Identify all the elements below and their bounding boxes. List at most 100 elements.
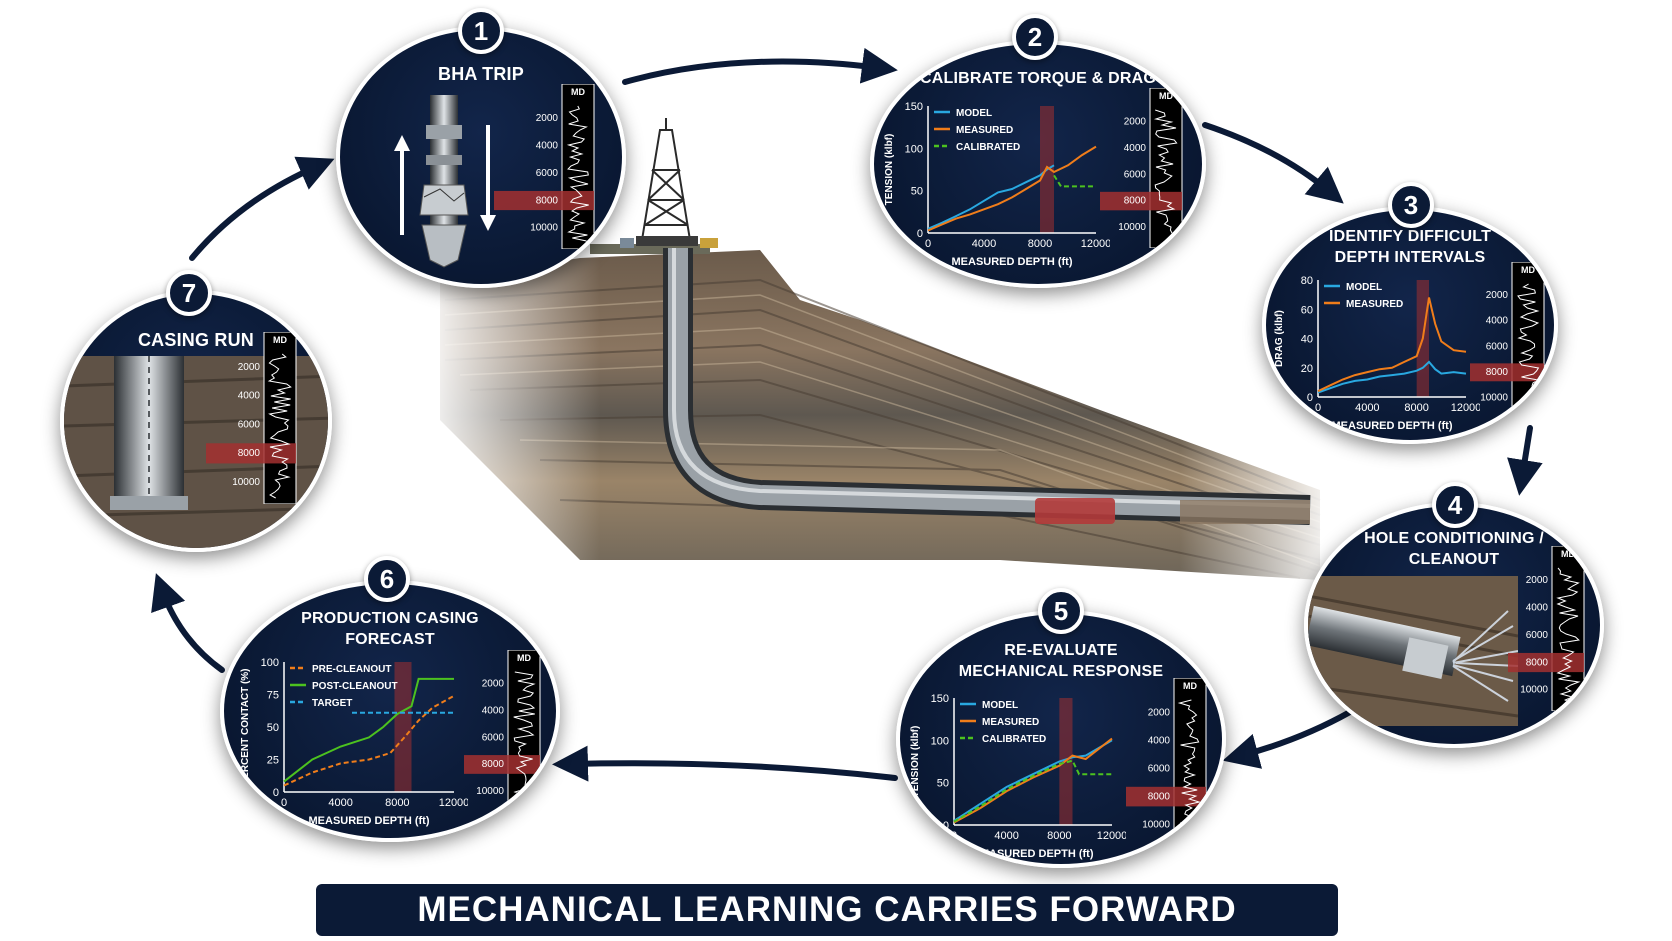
x-axis-label: MEASURED DEPTH (ft)	[973, 848, 1094, 860]
md-log-tick: 2000	[482, 679, 505, 690]
arrow-2-to-3	[1202, 122, 1344, 204]
x-tick-label: 8000	[1028, 238, 1052, 250]
md-log-trace	[513, 671, 536, 805]
md-log-tick: 8000	[1486, 367, 1509, 378]
y-tick-label: 25	[267, 755, 279, 767]
md-log-tick: 8000	[238, 448, 261, 459]
md-log-tick: 4000	[238, 391, 261, 402]
arrow-7-to-1	[189, 156, 335, 261]
legend-label: TARGET	[312, 698, 352, 709]
step-4-badge: 4	[1432, 482, 1478, 528]
step-6-badge: 6	[364, 556, 410, 602]
md-log-tick: 10000	[1118, 222, 1146, 233]
md-log-tick: 6000	[1486, 341, 1509, 352]
x-tick-label: 0	[925, 238, 931, 250]
step-1-badge: 1	[458, 8, 504, 54]
y-axis-label: TENSION (klbf)	[910, 726, 921, 798]
step-6-title-line-1: PRODUCTION CASING	[301, 610, 479, 627]
md-log-tick: 6000	[1124, 169, 1147, 180]
md-log-frame	[561, 84, 595, 249]
series-line-calibrated	[953, 759, 1112, 823]
md-log-tick: 10000	[476, 786, 504, 797]
step-4-title-line-2: CLEANOUT	[1408, 551, 1500, 568]
md-log-label: MD	[571, 87, 585, 97]
x-tick-label: 12000	[1081, 238, 1110, 250]
md-log-tick: 4000	[1148, 735, 1171, 746]
x-tick-label: 4000	[994, 830, 1018, 842]
step-7-title: CASING RUN	[137, 330, 254, 350]
md-log-tick: 6000	[536, 168, 559, 179]
step-1-title: BHA TRIP	[438, 64, 524, 84]
legend-label: PRE-CLEANOUT	[312, 664, 391, 675]
y-tick-label: 50	[267, 722, 279, 734]
md-log-frame	[1551, 546, 1585, 711]
md-log-trace	[1516, 283, 1540, 411]
step-7-badge: 7	[166, 270, 212, 316]
step-2-title: CALIBRATE TORQUE & DRAG	[919, 70, 1156, 87]
arrow-3-to-4	[1507, 425, 1543, 496]
md-log-tick: 4000	[1124, 143, 1147, 154]
y-tick-label: 40	[1301, 334, 1313, 346]
x-axis-label: MEASURED DEPTH (ft)	[1332, 420, 1453, 432]
y-tick-label: 50	[911, 186, 923, 198]
md-log-tick: 2000	[1124, 117, 1147, 128]
md-log-tick: 8000	[1124, 196, 1147, 207]
md-log-highlight	[494, 190, 594, 211]
x-tick-label: 0	[951, 830, 957, 842]
arrow-6-to-7	[151, 573, 225, 673]
md-log-tick: 6000	[1148, 763, 1171, 774]
series-line-pre-cleanout	[283, 694, 455, 787]
legend-label: MEASURED	[1346, 299, 1403, 310]
y-axis-label: PERCENT CONTACT (%)	[240, 668, 251, 785]
y-axis-label: TENSION (klbf)	[884, 134, 895, 206]
y-axis-label: DRAG (klbf)	[1274, 310, 1285, 367]
series-line-measured	[953, 737, 1113, 824]
step-3-title: IDENTIFY DIFFICULT DEPTH INTERVALS	[1266, 226, 1554, 268]
x-tick-label: 0	[1315, 402, 1321, 414]
x-tick-label: 8000	[1047, 830, 1071, 842]
x-tick-label: 8000	[1404, 402, 1428, 414]
x-tick-label: 8000	[385, 797, 409, 809]
md-log-highlight	[1508, 652, 1584, 673]
md-log-tick: 2000	[1148, 707, 1171, 718]
series-line-model	[927, 164, 1055, 230]
y-tick-label: 100	[905, 143, 923, 155]
step-4-title: HOLE CONDITIONING / CLEANOUT	[1308, 528, 1600, 570]
legend-label: MEASURED	[982, 717, 1039, 728]
legend-label: CALIBRATED	[956, 142, 1020, 153]
y-tick-label: 80	[1301, 275, 1313, 287]
step-6-title: PRODUCTION CASING FORECAST	[224, 608, 556, 650]
y-tick-label: 20	[1301, 363, 1313, 375]
footer-banner: MECHANICAL LEARNING CARRIES FORWARD	[316, 884, 1338, 936]
highlight-interval	[394, 662, 412, 792]
legend-label: MEASURED	[956, 125, 1013, 136]
md-log-tick: 2000	[536, 113, 559, 124]
md-log-tick: 8000	[536, 195, 559, 206]
legend-label: CALIBRATED	[982, 734, 1046, 745]
step-5-title-line-2: MECHANICAL RESPONSE	[958, 663, 1164, 680]
step-2-badge: 2	[1012, 14, 1058, 60]
step-6-title-line-2: FORECAST	[345, 631, 435, 648]
md-log-label: MD	[1561, 549, 1575, 559]
bha-tool-graphic	[394, 95, 496, 268]
arrow-1-to-2	[622, 47, 898, 85]
md-log-tick: 4000	[1486, 316, 1509, 327]
series-line-calibrated	[1053, 174, 1096, 188]
x-axis-label: MEASURED DEPTH (ft)	[309, 815, 430, 827]
y-tick-label: 0	[273, 787, 279, 799]
md-log-tick: 8000	[482, 759, 505, 770]
series-line-measured	[927, 145, 1097, 232]
legend-label: POST-CLEANOUT	[312, 681, 398, 692]
step-3-badge: 3	[1388, 182, 1434, 228]
x-tick-label: 12000	[1097, 830, 1126, 842]
